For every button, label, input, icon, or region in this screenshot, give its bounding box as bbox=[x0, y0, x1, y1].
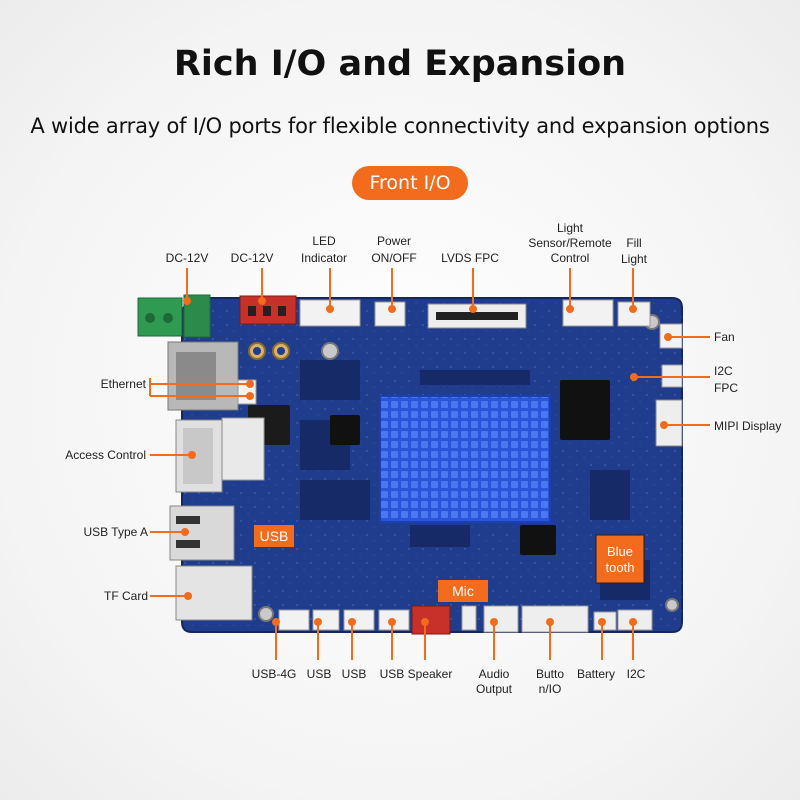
bluetooth-badge: Blue tooth bbox=[595, 534, 645, 584]
mic-badge-label: Mic bbox=[452, 583, 474, 599]
page-subtitle: A wide array of I/O ports for flexible c… bbox=[30, 114, 770, 138]
label-i2c-fpc-line1: I2C bbox=[714, 364, 733, 378]
label-power-line2: ON/OFF bbox=[371, 251, 416, 265]
label-access-control: Access Control bbox=[65, 448, 146, 462]
bottom-connectors bbox=[278, 605, 653, 635]
label-power-line1: Power bbox=[377, 234, 411, 248]
usb-badge-label: USB bbox=[260, 528, 289, 544]
label-usb-2: USB bbox=[342, 667, 367, 681]
left-labels: Ethernet Access Control USB Type A TF Ca… bbox=[65, 377, 148, 603]
bluetooth-badge-line1: Blue bbox=[607, 544, 633, 559]
label-ethernet: Ethernet bbox=[101, 377, 147, 391]
label-usb-speaker: USB Speaker bbox=[380, 667, 453, 681]
label-usb-1: USB bbox=[307, 667, 332, 681]
right-labels: Fan I2C FPC MIPI Display bbox=[714, 330, 781, 433]
label-dc12v-green: DC-12V bbox=[166, 251, 209, 265]
label-button-line2: n/IO bbox=[539, 682, 562, 696]
label-lvds: LVDS FPC bbox=[441, 251, 499, 265]
mount-holes bbox=[248, 314, 679, 622]
label-fill-line2: Light bbox=[621, 252, 648, 266]
mic-badge: Mic bbox=[438, 580, 488, 602]
heatsink bbox=[379, 395, 551, 523]
label-i2c-fpc-line2: FPC bbox=[714, 381, 738, 395]
page-title: Rich I/O and Expansion bbox=[173, 44, 627, 84]
label-led-line1: LED bbox=[312, 234, 336, 248]
label-light-line2: Sensor/Remote bbox=[528, 236, 612, 250]
label-fill-line1: Fill bbox=[626, 236, 641, 250]
label-audio-line2: Output bbox=[476, 682, 513, 696]
label-mipi: MIPI Display bbox=[714, 419, 781, 433]
label-usb-4g: USB-4G bbox=[252, 667, 297, 681]
bluetooth-badge-line2: tooth bbox=[606, 560, 635, 575]
label-i2c: I2C bbox=[627, 667, 646, 681]
top-labels: DC-12V DC-12V LED Indicator Power ON/OFF… bbox=[166, 221, 648, 266]
usb-badge: USB bbox=[254, 525, 294, 547]
bottom-labels: USB-4G USB USB USB Speaker Audio Output … bbox=[252, 667, 646, 696]
label-usb-type-a: USB Type A bbox=[84, 525, 148, 539]
label-light-line1: Light bbox=[557, 221, 584, 235]
label-dc12v-red: DC-12V bbox=[231, 251, 274, 265]
leader-lines bbox=[149, 268, 710, 660]
label-battery: Battery bbox=[577, 667, 615, 681]
label-fan: Fan bbox=[714, 330, 735, 344]
label-light-line3: Control bbox=[551, 251, 590, 265]
label-tf-card: TF Card bbox=[104, 589, 148, 603]
front-io-badge: Front I/O bbox=[352, 166, 468, 200]
label-led-line2: Indicator bbox=[301, 251, 347, 265]
label-audio-line1: Audio bbox=[479, 667, 510, 681]
label-button-line1: Butto bbox=[536, 667, 564, 681]
